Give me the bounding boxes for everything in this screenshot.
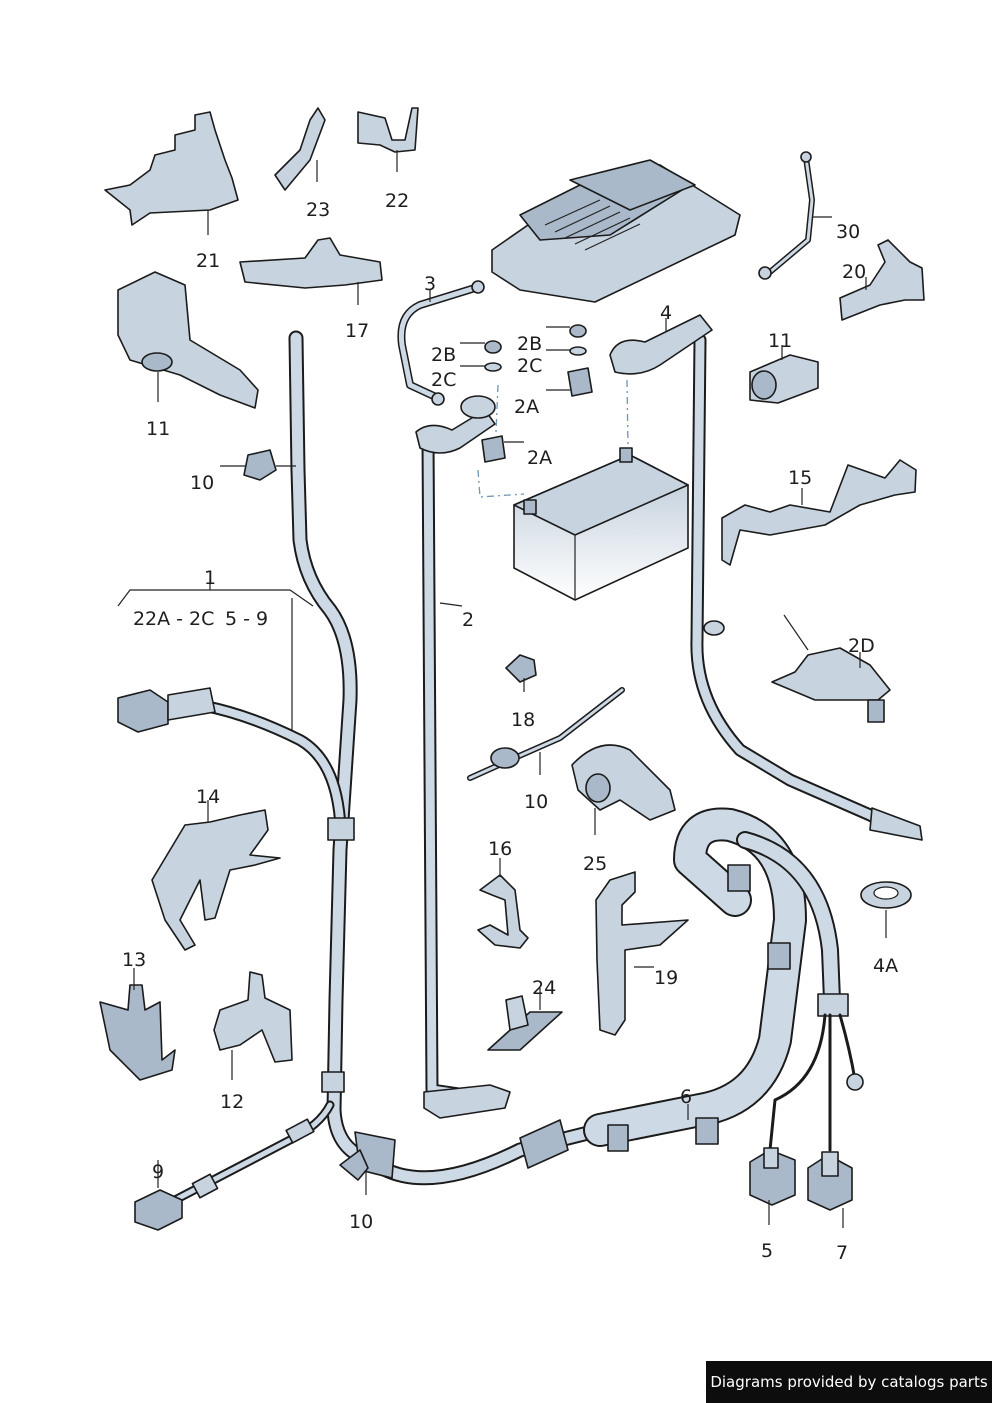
clip-10-upper [243, 449, 277, 481]
bracket-14 [151, 809, 281, 951]
ground-strap-30 [758, 151, 815, 280]
label-2D: 2D [848, 635, 875, 657]
cable-3 [397, 280, 485, 406]
bracket-15 [721, 459, 917, 566]
label-9: 9 [152, 1161, 164, 1183]
connector-9 [134, 1160, 183, 1231]
bracket-23 [274, 107, 326, 191]
label-10-b: 10 [524, 791, 548, 813]
label-1-range-a: 2 [133, 608, 145, 630]
ring-4A [860, 881, 912, 909]
main-harness-cable [199, 330, 849, 1186]
label-23: 23 [306, 199, 330, 221]
label-16: 16 [488, 838, 512, 860]
terminal-clamp-2A [460, 395, 506, 463]
label-1-range-b: 2A - 2C [145, 608, 214, 630]
label-2C-b: 2C [517, 355, 542, 377]
bracket-17 [239, 237, 383, 289]
label-14: 14 [196, 786, 220, 808]
nut-washer-2B-2C [484, 324, 593, 397]
battery [513, 447, 689, 601]
positive-cable-4 [609, 314, 923, 841]
label-2C-a: 2C [431, 369, 456, 391]
battery-control-module [491, 159, 741, 303]
bracket-20 [839, 239, 925, 321]
label-3: 3 [424, 273, 436, 295]
label-5: 5 [761, 1240, 773, 1262]
bracket-13 [99, 984, 176, 1081]
catalog-credit-banner: Diagrams provided by catalogs parts [706, 1361, 992, 1403]
label-2: 2 [462, 609, 474, 631]
label-10-a: 10 [190, 472, 214, 494]
label-20: 20 [842, 261, 866, 283]
label-17: 17 [345, 320, 369, 342]
label-4: 4 [660, 302, 672, 324]
label-30: 30 [836, 221, 860, 243]
label-2B-a: 2B [431, 344, 456, 366]
label-12: 12 [220, 1091, 244, 1113]
label-19: 19 [654, 967, 678, 989]
connector-plug-1 [117, 687, 216, 733]
connector-7 [807, 1151, 853, 1211]
label-4A: 4A [873, 955, 898, 977]
bracket-2D [771, 614, 891, 723]
label-21: 21 [196, 250, 220, 272]
label-24: 24 [532, 977, 556, 999]
ground-cable-2 [415, 409, 511, 1119]
clip-18 [505, 654, 537, 683]
connector-5 [749, 1147, 796, 1206]
label-2B-b: 2B [517, 333, 542, 355]
bracket-19 [595, 871, 689, 1036]
stud-24 [487, 995, 563, 1051]
label-1: 1 [204, 567, 216, 589]
label-11-a: 11 [146, 418, 170, 440]
sensor-lead-9 [170, 1100, 335, 1205]
label-2A-b: 2A [527, 447, 552, 469]
label-18: 18 [511, 709, 535, 731]
terminal-cover-25 [571, 744, 676, 821]
label-6: 6 [680, 1086, 692, 1108]
clamp-16 [477, 874, 529, 949]
wire-branch-5-7 [768, 1013, 864, 1152]
label-2A-a: 2A [514, 396, 539, 418]
label-7: 7 [836, 1242, 848, 1264]
label-15: 15 [788, 467, 812, 489]
label-10-c: 10 [349, 1211, 373, 1233]
label-25: 25 [583, 853, 607, 875]
cover-11-left [117, 271, 259, 409]
label-13: 13 [122, 949, 146, 971]
label-11-b: 11 [768, 330, 792, 352]
bracket-12 [213, 971, 293, 1063]
label-1-range-c: 5 - 9 [225, 608, 268, 630]
cable-tie-10 [467, 687, 625, 781]
bracket-22 [357, 107, 419, 153]
clip-10-lower [339, 1149, 369, 1181]
fuse-holder-11-right [749, 354, 819, 404]
bracket-21 [104, 111, 239, 226]
label-22: 22 [385, 190, 409, 212]
